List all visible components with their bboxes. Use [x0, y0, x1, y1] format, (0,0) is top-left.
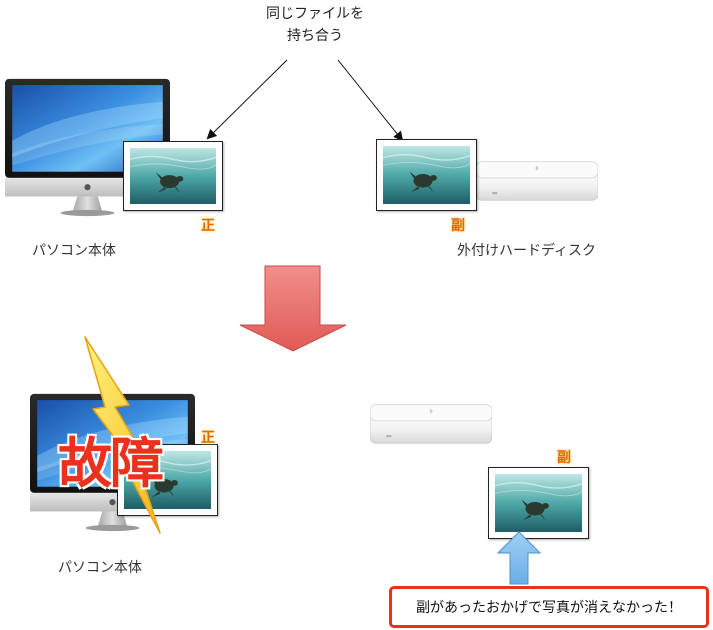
top-caption-line2: 持ち合う: [287, 28, 343, 44]
caption-arrows: [206, 59, 404, 142]
turtle-photo-icon: [383, 146, 470, 204]
hdd-top: [476, 161, 598, 201]
callout-text: 副があったおかげで写真が消えなかった！: [416, 600, 682, 616]
hdd-bottom: [370, 404, 492, 444]
photo-secondary-top: [376, 139, 477, 211]
fault-text: 故障: [58, 432, 164, 495]
badge-primary-top: 正: [201, 218, 215, 234]
photo-secondary-bottom: [488, 467, 589, 539]
turtle-photo-icon: [495, 474, 582, 532]
callout-message: 副があったおかげで写真が消えなかった！: [389, 586, 709, 628]
badge-secondary-top: 副: [451, 218, 465, 234]
photo-primary-top: [123, 141, 223, 211]
down-arrow-icon: [239, 265, 347, 352]
arrow-to-right: [337, 59, 404, 142]
top-caption-line1: 同じファイルを: [266, 6, 364, 22]
device-label-pc-bottom: パソコン本体: [58, 560, 142, 576]
device-label-hdd-top: 外付けハードディスク: [457, 243, 597, 259]
arrow-to-left: [206, 59, 288, 140]
badge-secondary-bottom: 副: [557, 450, 571, 466]
lightning-bolt-icon: [84, 336, 161, 534]
top-caption: 同じファイルを 持ち合う: [220, 3, 410, 47]
up-arrow-icon: [497, 531, 541, 585]
device-label-pc-top: パソコン本体: [32, 243, 116, 259]
turtle-photo-icon: [130, 148, 216, 204]
badge-primary-bottom: 正: [201, 430, 215, 446]
